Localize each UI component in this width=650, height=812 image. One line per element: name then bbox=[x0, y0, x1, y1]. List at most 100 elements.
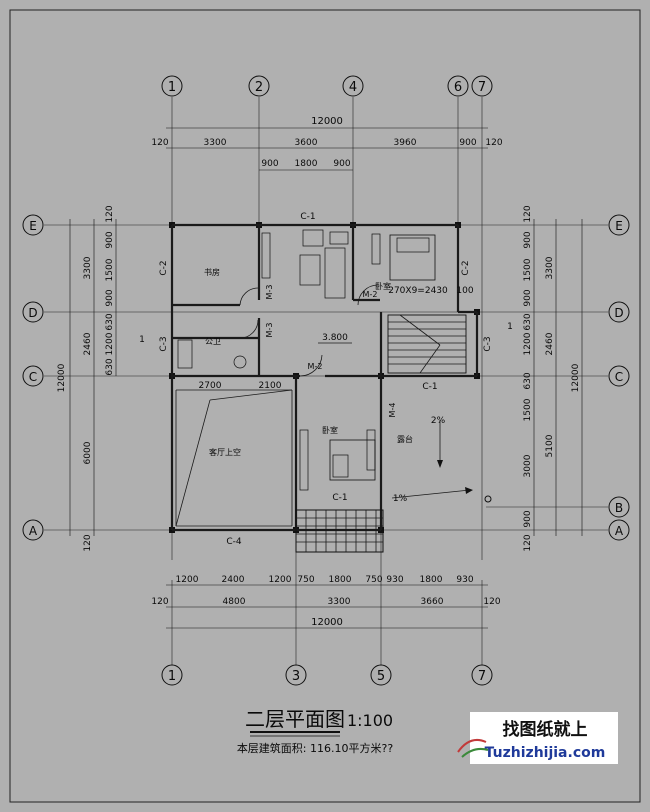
dim-top-sub-1: 1800 bbox=[295, 159, 318, 169]
label-m3a: M-3 bbox=[265, 285, 274, 300]
staircase bbox=[387, 314, 467, 374]
label-c3-left: C-3 bbox=[159, 336, 169, 351]
label-d2700: 2700 bbox=[199, 381, 222, 391]
label-m4: M-4 bbox=[388, 403, 397, 418]
dim-top-1: 3300 bbox=[204, 138, 227, 148]
room-living-void: 客厅上空 bbox=[209, 447, 241, 457]
area-note: 本层建筑面积: 116.10平方米?? bbox=[237, 741, 394, 755]
dim-right-a5: 1200 bbox=[523, 332, 533, 355]
dim-right-b2: 5100 bbox=[545, 434, 555, 457]
label-c2-left: C-2 bbox=[159, 260, 169, 275]
dim-bottom-total: 12000 bbox=[311, 617, 343, 628]
grid-right-D: D bbox=[614, 306, 623, 320]
room-bedroom2: 卧室 bbox=[322, 425, 338, 435]
dim-right-a3: 900 bbox=[523, 289, 533, 306]
dim-right-total: 12000 bbox=[571, 363, 581, 392]
door-swings bbox=[239, 284, 379, 377]
grid-right-E: E bbox=[615, 219, 623, 233]
room-bath: 公卫 bbox=[205, 337, 221, 346]
room-terrace: 露台 bbox=[397, 434, 413, 444]
dim-top-5: 120 bbox=[485, 138, 502, 148]
dim-left-b3: 120 bbox=[83, 534, 93, 551]
grid-bubbles-top: 1 2 4 6 7 bbox=[161, 75, 493, 97]
grid-right-C: C bbox=[615, 370, 623, 384]
dim-bot1-2: 1200 bbox=[269, 575, 292, 585]
dim-bot2-3: 3660 bbox=[421, 597, 444, 607]
dim-right-a8: 3000 bbox=[523, 454, 533, 477]
dim-bot2-1: 4800 bbox=[223, 597, 246, 607]
grid-left-E: E bbox=[29, 219, 37, 233]
dim-bot1-1: 2400 bbox=[222, 575, 245, 585]
dim-right-a10: 120 bbox=[523, 534, 533, 551]
label-section-left: 1 bbox=[139, 335, 145, 345]
dim-right-a4: 630 bbox=[523, 313, 533, 330]
title-block: 二层平面图 1:100 本层建筑面积: 116.10平方米?? bbox=[237, 707, 394, 755]
dimensions-left: 12000 3300 2460 6000 120 120 900 1500 90… bbox=[57, 205, 117, 552]
dim-bot1-8: 930 bbox=[456, 575, 473, 585]
dim-bot1-7: 1800 bbox=[420, 575, 443, 585]
balcony-hatch bbox=[295, 509, 384, 553]
dim-right-a2: 1500 bbox=[523, 258, 533, 281]
watermark-logo: 找图纸就上 Tuzhizhijia.com bbox=[457, 712, 618, 764]
label-stair: 270X9=2430 bbox=[388, 286, 448, 296]
dim-bot1-3: 750 bbox=[297, 575, 314, 585]
grid-top-4: 4 bbox=[349, 80, 357, 95]
furniture bbox=[177, 229, 436, 491]
grid-bubbles-bottom: 1 3 5 7 bbox=[161, 664, 493, 686]
living-void-lines bbox=[175, 389, 293, 527]
watermark-cn: 找图纸就上 bbox=[503, 719, 588, 740]
label-c3-right: C-3 bbox=[483, 336, 493, 351]
dim-top-sub-2: 900 bbox=[333, 159, 350, 169]
label-c2-right: C-2 bbox=[461, 260, 471, 275]
grid-bottom-7: 7 bbox=[478, 669, 486, 684]
grid-left-D: D bbox=[28, 306, 37, 320]
grid-bottom-1: 1 bbox=[168, 669, 176, 684]
dim-top-sub-0: 900 bbox=[261, 159, 278, 169]
grid-top-7: 7 bbox=[478, 80, 486, 95]
dim-left-b0: 3300 bbox=[83, 256, 93, 279]
drawing-scale: 1:100 bbox=[347, 711, 393, 730]
dim-top-0: 120 bbox=[151, 138, 168, 148]
dim-bot2-4: 120 bbox=[483, 597, 500, 607]
grid-bottom-3: 3 bbox=[292, 669, 300, 684]
label-section-right: 1 bbox=[507, 322, 513, 332]
room-bedroom1: 卧室 bbox=[375, 281, 391, 291]
dim-right-a1: 900 bbox=[523, 231, 533, 248]
dim-top-2: 3600 bbox=[295, 138, 318, 148]
dim-top-4: 900 bbox=[459, 138, 476, 148]
drawing-title: 二层平面图 bbox=[245, 707, 345, 731]
dim-left-a0: 120 bbox=[105, 205, 115, 222]
dim-top-3: 3960 bbox=[394, 138, 417, 148]
label-slope-1: 1% bbox=[393, 494, 408, 504]
label-c1-top: C-1 bbox=[300, 212, 315, 222]
dim-left-b1: 2460 bbox=[83, 332, 93, 355]
grid-bubbles-left: E D C A bbox=[22, 214, 44, 541]
slope-arrows bbox=[380, 393, 492, 503]
grid-right-B: B bbox=[615, 501, 623, 515]
dimensions-top: 12000 120 3300 3600 3960 900 120 900 180… bbox=[151, 116, 503, 171]
dim-left-a6: 630 bbox=[105, 358, 115, 375]
dim-bot1-6: 930 bbox=[386, 575, 403, 585]
dim-bot1-0: 1200 bbox=[176, 575, 199, 585]
label-m2a: M-2 bbox=[363, 290, 378, 299]
dimensions-bottom: 1200 2400 1200 750 1800 750 930 1800 930… bbox=[151, 575, 501, 629]
grid-top-2: 2 bbox=[255, 80, 263, 95]
grid-right-A: A bbox=[615, 524, 624, 538]
label-d2100: 2100 bbox=[259, 381, 282, 391]
dim-left-total: 12000 bbox=[57, 363, 67, 392]
grid-bubbles-right: E D C B A bbox=[608, 214, 630, 541]
dim-right-b1: 2460 bbox=[545, 332, 555, 355]
dim-right-b0: 3300 bbox=[545, 256, 555, 279]
label-d100: 100 bbox=[456, 286, 473, 296]
label-elevation: 3.800 bbox=[322, 333, 348, 343]
room-study: 书房 bbox=[204, 267, 220, 277]
room-labels: 书房 公卫 卧室 卧室 客厅上空 露台 bbox=[204, 267, 413, 457]
grid-top-6: 6 bbox=[454, 80, 462, 95]
label-slope-2: 2% bbox=[431, 416, 446, 426]
dim-right-a9: 900 bbox=[523, 510, 533, 527]
sheet-frame bbox=[9, 9, 641, 803]
dim-left-a5: 1200 bbox=[105, 332, 115, 355]
dim-bot2-2: 3300 bbox=[328, 597, 351, 607]
